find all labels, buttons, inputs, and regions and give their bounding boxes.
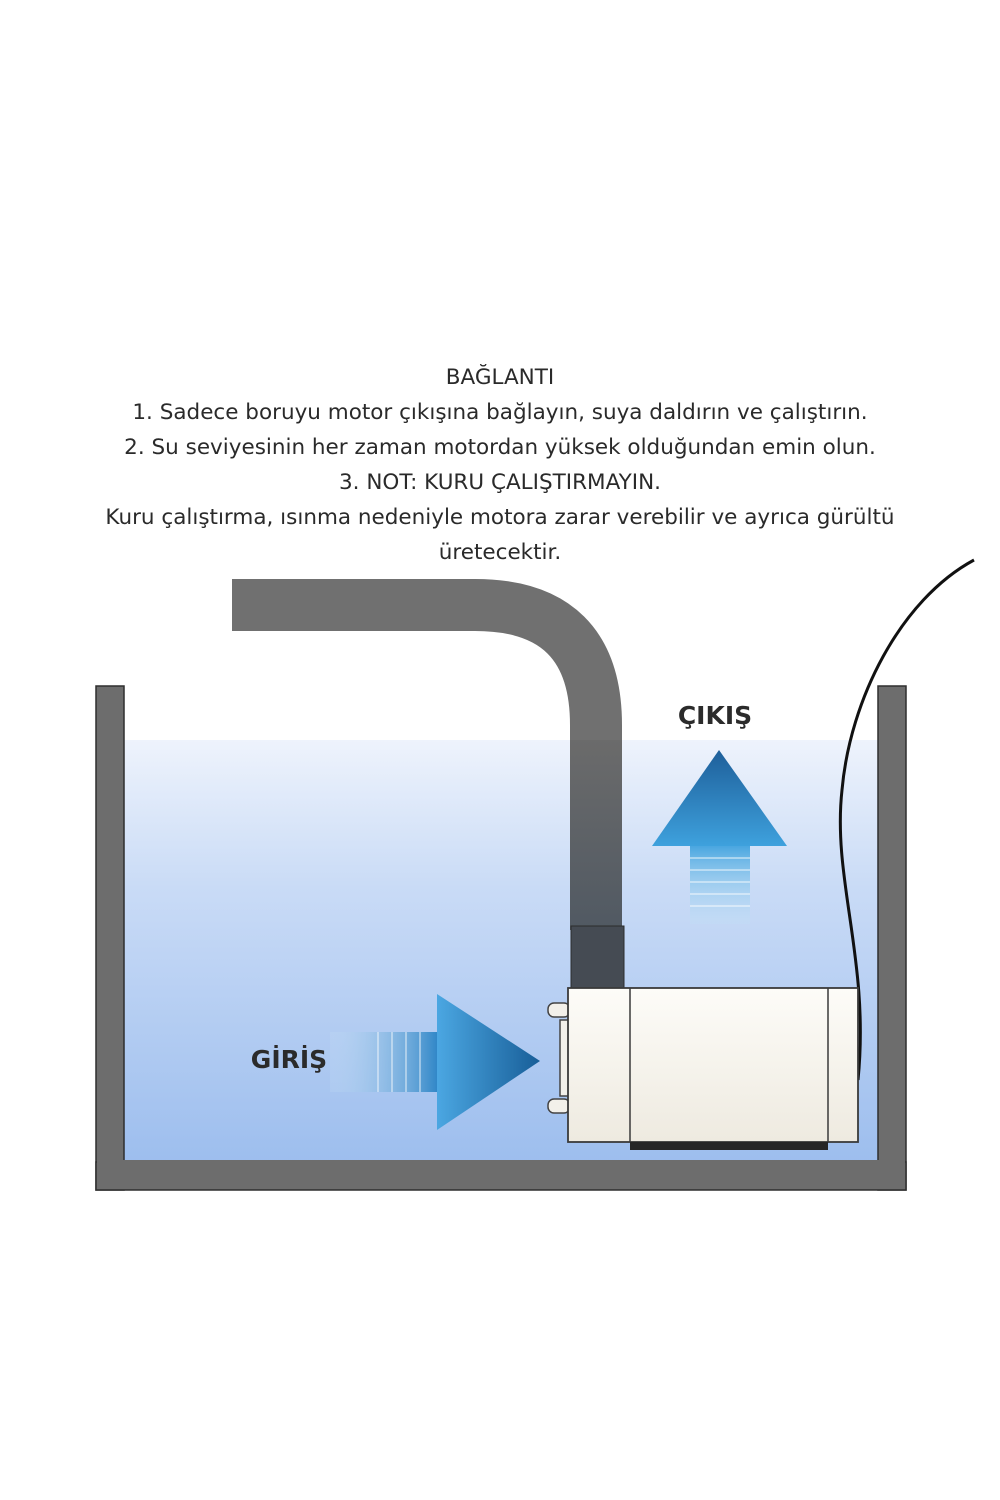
inlet-label: GİRİŞ bbox=[251, 1044, 327, 1074]
instruction-step-2: 2. Su seviyesinin her zaman motordan yük… bbox=[124, 435, 876, 460]
tank-wall-left bbox=[95, 685, 125, 1191]
pump bbox=[547, 987, 859, 1150]
outlet-pipe bbox=[232, 579, 625, 991]
power-cable bbox=[838, 558, 975, 1081]
tank-floor bbox=[95, 1161, 907, 1191]
tank bbox=[95, 685, 907, 1191]
pump-base bbox=[630, 1142, 828, 1150]
instructions-heading: BAĞLANTI bbox=[445, 365, 555, 390]
outlet-label: ÇIKIŞ bbox=[678, 701, 752, 730]
pump-inlet-nub-top bbox=[547, 1002, 571, 1018]
instruction-step-3: 3. NOT: KURU ÇALIŞTIRMAYIN. bbox=[338, 470, 662, 495]
pump-body bbox=[567, 987, 859, 1143]
instruction-warning: Kuru çalıştırma, ısınma nedeniyle motora… bbox=[105, 505, 895, 565]
instructions-text: BAĞLANTI 1. Sadece boruyu motor çıkışına… bbox=[0, 360, 1000, 570]
pipe-connector bbox=[570, 925, 625, 991]
tank-wall-right bbox=[877, 685, 907, 1191]
instruction-step-1: 1. Sadece boruyu motor çıkışına bağlayın… bbox=[132, 400, 868, 425]
pump-inlet-nub-bottom bbox=[547, 1098, 571, 1114]
arrow-up-icon bbox=[652, 750, 787, 924]
arrow-right-icon bbox=[330, 994, 540, 1130]
